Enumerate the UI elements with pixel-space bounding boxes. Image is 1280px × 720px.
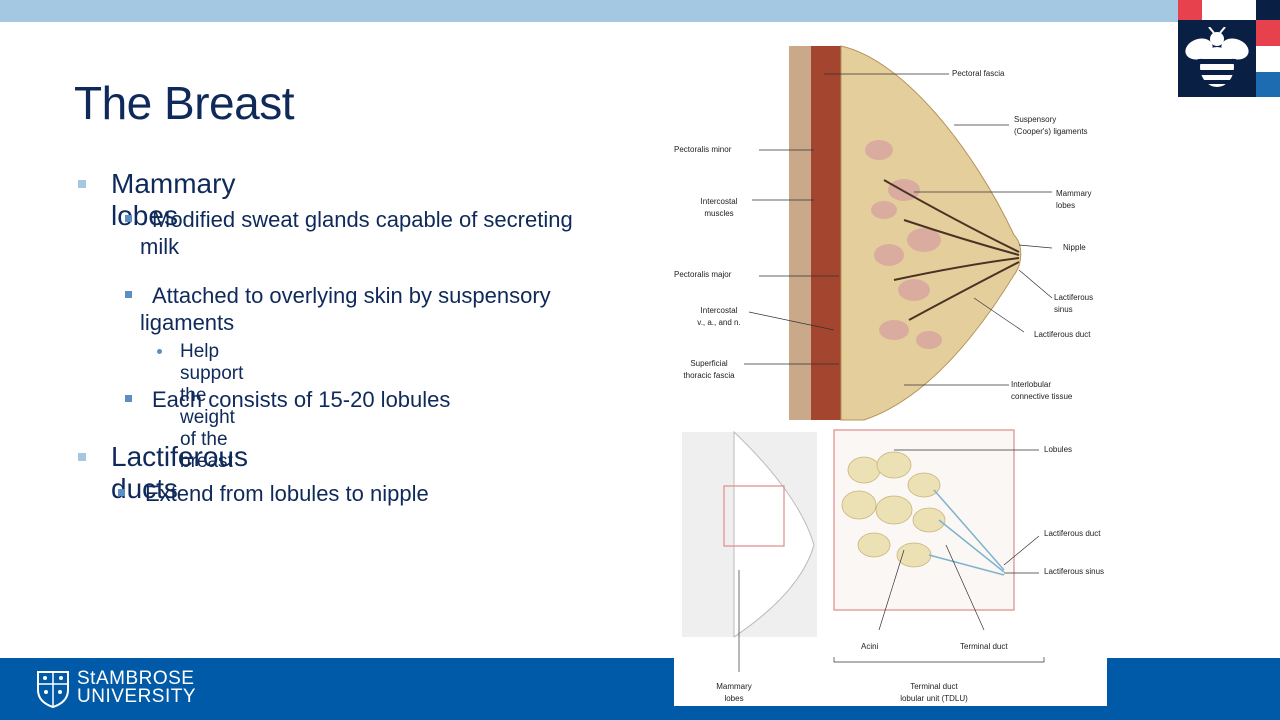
label-line: lobes — [724, 694, 744, 703]
label-lactiferous-duct-detail: Lactiferous duct — [1044, 529, 1101, 538]
bullet-marker — [118, 489, 125, 496]
bullet-marker — [125, 395, 132, 402]
label-line: Mammary — [716, 682, 752, 691]
logo-white-square — [1202, 0, 1256, 20]
label-line: connective tissue — [1011, 392, 1073, 401]
label-superficial-fascia: Superficial thoracic fascia — [674, 358, 744, 382]
label-line: Mammary — [1056, 189, 1092, 198]
label-line: Intercostal — [700, 197, 738, 206]
label-lactiferous-duct: Lactiferous duct — [1034, 330, 1091, 339]
label-line: Interlobular — [1011, 380, 1052, 389]
university-crest-icon — [37, 671, 69, 708]
logo-red-stripe — [1256, 20, 1280, 46]
label-lactiferous-sinus: Lactiferous sinus — [1054, 292, 1093, 316]
bullet-help-support: Help support the weight of the breast — [180, 341, 244, 472]
breast-anatomy-figure: Pectoral fascia Suspensory (Cooper's) li… — [674, 40, 1107, 706]
slide-title: The Breast — [74, 77, 295, 129]
university-wordmark: StAMBROSE UNIVERSITY — [77, 668, 197, 707]
label-terminal-duct: Terminal duct — [960, 642, 1008, 651]
logo-navy-square — [1256, 0, 1280, 20]
label-line: thoracic fascia — [683, 371, 735, 380]
bullet-marker — [125, 291, 132, 298]
label-nipple: Nipple — [1063, 243, 1086, 252]
bullet-modified-sweat-glands: Modified sweat glands capable of secreti… — [140, 207, 573, 259]
bullet-marker — [125, 215, 132, 222]
label-pectoralis-minor: Pectoralis minor — [674, 145, 732, 154]
bullet-marker — [78, 453, 86, 461]
wordmark-line-1: StAMBROSE — [77, 668, 195, 689]
label-line: muscles — [704, 209, 734, 218]
bullet-marker — [78, 180, 86, 188]
label-line: Terminal duct — [910, 682, 958, 691]
logo-white-stripe — [1256, 46, 1280, 72]
label-line: Superficial — [690, 359, 728, 368]
label-line: (Cooper's) ligaments — [1014, 127, 1088, 136]
label-suspensory: Suspensory (Cooper's) ligaments — [1014, 114, 1088, 138]
label-line: sinus — [1054, 305, 1073, 314]
bee-icon — [1185, 27, 1249, 87]
bullet-marker — [157, 349, 162, 354]
label-pectoral-fascia: Pectoral fascia — [952, 69, 1005, 78]
label-line: Intercostal — [700, 306, 738, 315]
label-interlobular: Interlobular connective tissue — [1011, 379, 1072, 403]
bullet-each-consists: Each consists of 15-20 lobules — [152, 387, 451, 412]
anatomy-illustration — [682, 45, 1053, 672]
bullet-attached-skin: Attached to overlying skin by suspensory… — [140, 283, 551, 335]
label-line: Suspensory — [1014, 115, 1057, 124]
top-band — [0, 0, 1280, 22]
bullet-mammary-lobes: Mammary lobes — [111, 168, 236, 231]
bullet-lactiferous-ducts: Lactiferous ducts — [111, 441, 248, 504]
label-line: v., a., and n. — [697, 318, 741, 327]
label-lactiferous-sinus-detail: Lactiferous sinus — [1044, 567, 1105, 576]
label-tdlu: Terminal duct lobular unit (TDLU) — [874, 681, 994, 705]
label-intercostal-muscles: Intercostal muscles — [684, 196, 754, 220]
label-line: lobes — [1056, 201, 1076, 210]
bullet-extend-lobules: Extend from lobules to nipple — [145, 481, 429, 506]
label-acini: Acini — [861, 642, 879, 651]
label-line: lobular unit (TDLU) — [900, 694, 968, 703]
label-mammary-lobes-detail: Mammary lobes — [704, 681, 764, 705]
label-line: Lactiferous — [1054, 293, 1094, 302]
label-intercostal-van: Intercostal v., a., and n. — [679, 305, 759, 329]
logo-blue-stripe — [1256, 72, 1280, 97]
wordmark-line-2: UNIVERSITY — [77, 686, 197, 707]
university-bee-logo — [1178, 0, 1280, 97]
label-pectoralis-major: Pectoralis major — [674, 270, 732, 279]
logo-red-square — [1178, 0, 1202, 20]
label-lobules: Lobules — [1044, 445, 1073, 454]
label-mammary-lobes: Mammary lobes — [1056, 188, 1092, 212]
